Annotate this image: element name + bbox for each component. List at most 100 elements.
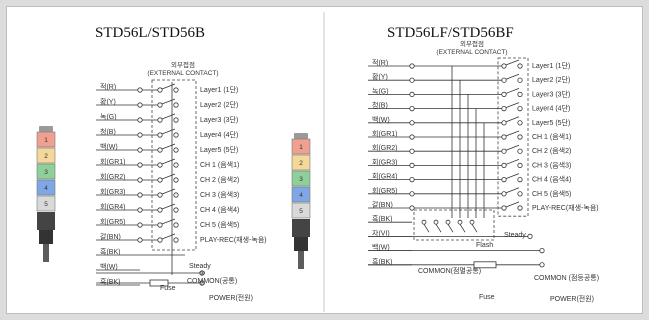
left-wire-label: 백(W) — [100, 262, 118, 271]
right-contact-label: CH 4 (음색4) — [532, 175, 571, 184]
left-wire-label: 청(B) — [100, 128, 116, 136]
left-contact-label: CH 1 (음색1) — [200, 160, 239, 169]
left-wire-label: 백(W) — [100, 142, 118, 151]
right-contact — [501, 116, 523, 126]
right-contact-label: Layer1 (1단) — [532, 61, 570, 70]
tower-level-number: 4 — [299, 192, 303, 199]
left-contact-label: Layer5 (5단) — [200, 145, 238, 154]
left-contact-label: PLAY-REC(재생-녹음) — [200, 235, 267, 244]
left-contact — [157, 173, 179, 183]
left-wire-label: 회(GR3) — [100, 188, 126, 196]
left-schematic: 적(R) Layer1 (1단) 황(Y) Layer2 (2단) 녹(G) Layer3… — [96, 79, 267, 287]
right-wire-label: 회(GR3) — [372, 158, 398, 166]
right-contact-label: CH 5 (음색5) — [532, 189, 571, 198]
left-wire-label: 적(R) — [100, 82, 116, 91]
right-wire-label: 흑(BK) — [372, 257, 392, 266]
left-power-label: POWER(전원) — [209, 293, 253, 302]
tower-level-number: 5 — [299, 208, 303, 215]
right-flash-box — [413, 209, 495, 241]
right-contact — [501, 201, 523, 211]
left-common-label: COMMON(공통) — [187, 277, 237, 285]
left-steady-label: Steady — [189, 263, 211, 270]
left-contact-label: CH 5 (음색5) — [200, 220, 239, 229]
right-contact — [501, 59, 523, 69]
right-wire-label: 회(GR5) — [372, 187, 398, 195]
right-contact-label: Layer5 (5단) — [532, 118, 570, 127]
right-contact-label: CH 1 (음색1) — [532, 132, 571, 141]
right-wire-label: 회(GR2) — [372, 144, 398, 152]
right-contact — [501, 102, 523, 112]
svg-text:⊕: ⊕ — [200, 270, 206, 277]
right-wire-label: 회(GR1) — [372, 130, 398, 138]
right-contact — [501, 173, 523, 183]
right-schematic: 적(R) Layer1 (1단) 황(Y) Layer2 (2단) 녹(G) Layer3… — [368, 57, 599, 269]
right-contact — [501, 159, 523, 168]
right-contact-label: Layer3 (3단) — [532, 89, 570, 98]
left-contact — [157, 188, 179, 198]
right-power-label: POWER(전원) — [550, 294, 594, 303]
right-contact — [501, 144, 523, 154]
left-wire-label: 회(GR1) — [100, 158, 126, 166]
left-contact-label: CH 4 (음색4) — [200, 205, 239, 214]
right-contact-label: PLAY-REC(재생-녹음) — [532, 203, 599, 212]
left-wire-label: 갈(BN) — [100, 233, 121, 241]
left-wire-label: 흑(BK) — [100, 277, 120, 286]
right-flash-label: Flash — [476, 242, 493, 249]
tower-level-number: 1 — [299, 144, 303, 151]
right-signal-tower: 1 2 3 4 5 — [291, 133, 311, 269]
right-common-label: COMMON (점등공통) — [534, 274, 599, 282]
left-external-contact-en: (EXTERNAL CONTACT) — [147, 70, 218, 77]
right-wire-label: 청(B) — [372, 102, 388, 110]
tower-level-number: 4 — [44, 185, 48, 192]
left-contact-label: CH 3 (음색3) — [200, 190, 239, 199]
right-contact-label: CH 3 (음색3) — [532, 160, 571, 169]
left-contact-label: Layer3 (3단) — [200, 115, 238, 124]
right-contact-label: CH 2 (음색2) — [532, 146, 571, 155]
right-contact-label: Layer2 (2단) — [532, 75, 570, 84]
tower-level-number: 2 — [44, 153, 48, 160]
right-wire-label: 백(W) — [372, 243, 390, 252]
right-steady-label: Steady — [504, 232, 526, 239]
right-wire-label: 흑(BK) — [372, 214, 392, 223]
left-contact-label: Layer4 (4단) — [200, 130, 238, 139]
left-contact-label: Layer2 (2단) — [200, 100, 238, 109]
left-contact — [157, 98, 179, 108]
tower-level-number: 5 — [44, 201, 48, 208]
left-wire-label: 황(Y) — [100, 97, 116, 106]
right-common-inner-label: COMMON(점멸공통) — [418, 266, 481, 275]
right-wire-label: 적(R) — [372, 58, 388, 67]
left-title: STD56L/STD56B — [95, 25, 205, 41]
right-wire-label: 황(Y) — [372, 72, 388, 81]
tower-level-number: 2 — [299, 160, 303, 167]
left-wire-label: 회(GR4) — [100, 203, 126, 211]
left-signal-tower: 1 2 3 4 5 — [36, 126, 56, 262]
right-contact — [501, 187, 523, 197]
right-external-contact-ko: 외부접점 — [460, 40, 484, 48]
tower-level-number: 3 — [44, 169, 48, 176]
left-external-contact-ko: 외부접점 — [171, 61, 195, 69]
left-wire-label: 회(GR2) — [100, 173, 126, 181]
left-contact — [157, 143, 179, 153]
signal-towers: 1 2 3 4 5 1 2 3 4 5 — [36, 126, 311, 269]
left-contact — [157, 218, 179, 228]
right-wire-label: 자(VI) — [372, 228, 390, 237]
right-contact — [501, 130, 523, 140]
right-contact — [501, 88, 523, 98]
tower-level-number: 1 — [44, 137, 48, 144]
left-wire-label: 녹(G) — [100, 113, 117, 121]
left-contact-label: Layer1 (1단) — [200, 85, 238, 94]
left-wire-label: 회(GR5) — [100, 218, 126, 226]
left-contact — [157, 113, 179, 123]
right-wire-label: 회(GR4) — [372, 173, 398, 181]
right-fuse-label: Fuse — [479, 294, 495, 301]
left-contact — [157, 128, 179, 138]
right-wire-label: 녹(G) — [372, 87, 389, 95]
left-contact — [157, 203, 179, 213]
right-external-contact-en: (EXTERNAL CONTACT) — [436, 49, 507, 56]
tower-level-number: 3 — [299, 176, 303, 183]
left-contact — [157, 233, 179, 243]
right-title: STD56LF/STD56BF — [387, 25, 514, 41]
left-contact — [157, 158, 179, 168]
right-contact — [501, 73, 523, 83]
